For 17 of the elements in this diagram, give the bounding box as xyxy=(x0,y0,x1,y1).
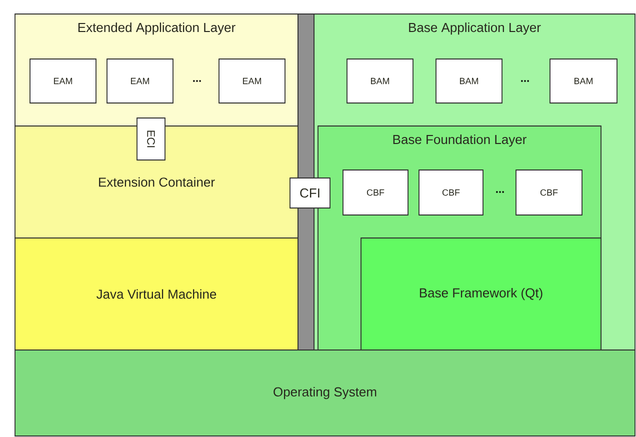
ellipsis: ... xyxy=(193,80,201,82)
module-box: BAM xyxy=(346,58,414,104)
module-box: EAM xyxy=(106,58,174,104)
layer-box: Java Virtual Machine xyxy=(14,238,298,350)
layer-box: Operating System xyxy=(14,350,636,436)
ellipsis: ... xyxy=(521,80,529,82)
interface-box: ECI xyxy=(136,118,166,160)
module-box: CBF xyxy=(418,170,484,216)
module-box: EAM xyxy=(218,58,286,104)
module-box: CBF xyxy=(516,170,582,216)
ellipsis: ... xyxy=(496,191,504,193)
module-box: EAM xyxy=(30,58,96,104)
module-box: CBF xyxy=(342,170,408,216)
interface-box: CFI xyxy=(290,178,330,208)
layer-box: Base Framework (Qt) xyxy=(360,238,602,350)
module-box: BAM xyxy=(436,58,502,104)
module-box: BAM xyxy=(550,58,618,104)
